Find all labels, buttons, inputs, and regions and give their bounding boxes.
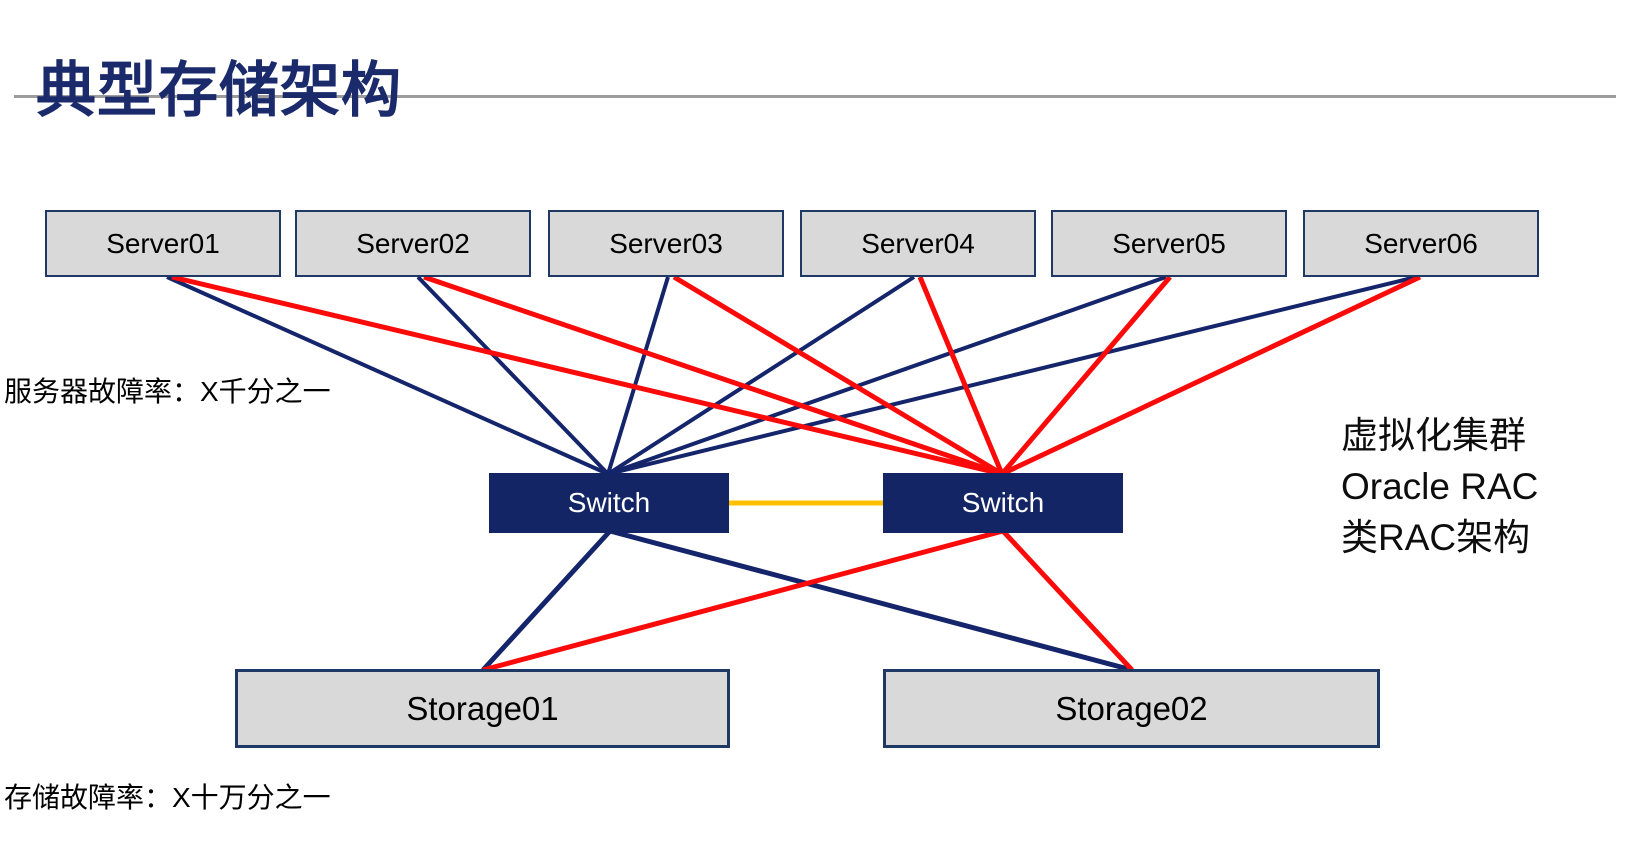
server-failure-rate-label: 服务器故障率：X千分之一 xyxy=(4,376,331,407)
server04-label: Server04 xyxy=(861,227,975,259)
storage01-node: Storage01 xyxy=(235,669,730,748)
cluster-note-line-3: 类RAC架构 xyxy=(1341,517,1531,558)
switch-left-node: Switch xyxy=(489,473,729,533)
connection-server06-switch-a xyxy=(607,275,1417,476)
server04-node: Server04 xyxy=(800,210,1036,277)
title-divider xyxy=(14,95,1616,98)
server03-node: Server03 xyxy=(548,210,784,277)
server03-label: Server03 xyxy=(609,227,723,259)
connection-server05-switch-b xyxy=(1000,275,1172,476)
server06-label: Server06 xyxy=(1364,227,1478,259)
server02-label: Server02 xyxy=(356,227,470,259)
connection-server04-switch-a xyxy=(606,275,916,476)
switch-right-node: Switch xyxy=(883,473,1123,533)
storage-failure-rate-label: 存储故障率：X十万分之一 xyxy=(4,782,331,813)
server02-node: Server02 xyxy=(295,210,531,277)
connection-server01-switch-a xyxy=(166,275,609,476)
connection-switch-a-storage02 xyxy=(609,528,1133,673)
connection-server03-switch-b xyxy=(672,274,1004,477)
storage01-label: Storage01 xyxy=(406,689,559,727)
server05-node: Server05 xyxy=(1051,210,1287,277)
connection-server05-switch-a xyxy=(607,275,1167,476)
cluster-note-line-1: 虚拟化集群 xyxy=(1341,415,1526,456)
connection-server06-switch-b xyxy=(1000,274,1422,477)
server05-label: Server05 xyxy=(1112,227,1226,259)
storage02-label: Storage02 xyxy=(1055,689,1208,727)
server01-node: Server01 xyxy=(45,210,281,277)
storage02-node: Storage02 xyxy=(883,669,1380,748)
server01-label: Server01 xyxy=(106,227,220,259)
page-title: 典型存储架构 xyxy=(36,57,402,125)
connection-switch-b-storage02 xyxy=(1001,529,1134,672)
connection-server02-switch-a xyxy=(416,275,610,476)
connection-switch-a-storage01 xyxy=(481,529,612,672)
server06-node: Server06 xyxy=(1303,210,1539,277)
connection-server01-switch-b xyxy=(171,274,1003,477)
connection-switch-b-storage01 xyxy=(482,528,1004,673)
connection-server04-switch-b xyxy=(917,276,1005,475)
connection-server02-switch-b xyxy=(423,274,1003,477)
switch-left-label: Switch xyxy=(567,487,651,518)
cluster-note: 虚拟化集群 Oracle RAC 类RAC架构 xyxy=(1341,410,1538,563)
switch-right-label: Switch xyxy=(961,487,1045,518)
connection-server03-switch-a xyxy=(606,276,670,475)
cluster-note-line-2: Oracle RAC xyxy=(1341,466,1539,507)
